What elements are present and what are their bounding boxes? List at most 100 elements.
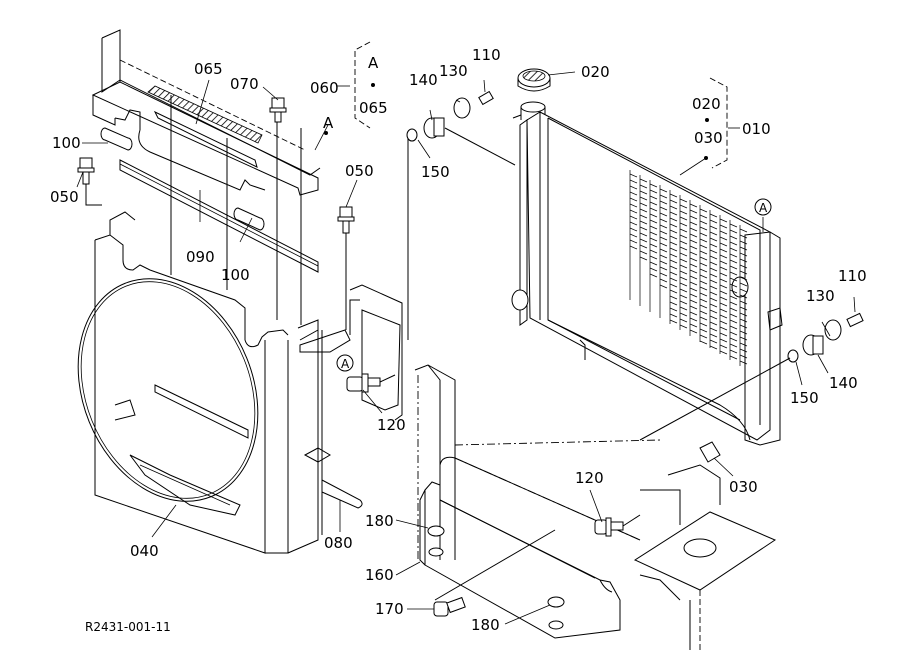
fin-tick xyxy=(699,256,708,261)
fin-tick xyxy=(689,251,698,256)
fin-tick xyxy=(709,249,718,254)
fin-tick xyxy=(639,214,648,219)
fin-tick xyxy=(669,271,678,276)
fin-tick xyxy=(719,320,728,325)
fin-tick xyxy=(689,311,698,316)
fin-tick xyxy=(739,264,748,269)
fin-tick xyxy=(739,354,748,359)
fin-tick xyxy=(729,241,738,246)
fin-tick xyxy=(729,307,738,312)
fin-tick xyxy=(629,179,638,184)
fin-tick xyxy=(639,232,648,237)
fin-tick xyxy=(669,265,678,270)
fin-tick xyxy=(689,275,698,280)
fin-tick xyxy=(659,254,668,259)
group-bracket-010 xyxy=(704,77,728,169)
callout-010-020: 020 xyxy=(692,95,721,113)
callout-020-cap: 020 xyxy=(581,63,610,81)
fin-tick xyxy=(729,337,738,342)
fin-tick xyxy=(679,294,688,299)
fin-tick xyxy=(719,236,728,241)
fin-tick xyxy=(689,263,698,268)
bolt-070 xyxy=(269,97,287,123)
drain-cock xyxy=(699,441,721,463)
callout-090: 090 xyxy=(186,248,215,266)
fin-tick xyxy=(699,214,708,219)
fan-shroud xyxy=(77,211,331,554)
fin-tick xyxy=(629,197,638,202)
fin-tick xyxy=(729,259,738,264)
fin-tick xyxy=(729,235,738,240)
fin-tick xyxy=(669,253,678,258)
fin-tick xyxy=(739,360,748,365)
leader-lines xyxy=(76,71,856,625)
fin-tick xyxy=(669,241,678,246)
fin-tick xyxy=(719,314,728,319)
fin-tick xyxy=(719,302,728,307)
fin-tick xyxy=(669,307,678,312)
fin-tick xyxy=(649,189,658,194)
fin-tick xyxy=(689,323,698,328)
fin-tick xyxy=(729,277,738,282)
fin-tick xyxy=(669,259,678,264)
fin-tick xyxy=(649,213,658,218)
fin-tick xyxy=(739,300,748,305)
fin-tick xyxy=(719,332,728,337)
bolt-050-left xyxy=(77,157,102,206)
fin-tick xyxy=(729,271,738,276)
fin-tick xyxy=(689,287,698,292)
fin-tick xyxy=(629,173,638,178)
fin-tick xyxy=(739,252,748,257)
fin-tick xyxy=(719,284,728,289)
fin-tick xyxy=(699,322,708,327)
callout-120-right: 120 xyxy=(575,469,604,487)
bush-180-top xyxy=(427,525,445,557)
fin-tick xyxy=(639,196,648,201)
fin-tick xyxy=(689,245,698,250)
fin-tick xyxy=(649,237,658,242)
rubber-strip xyxy=(119,159,319,273)
fin-tick xyxy=(709,231,718,236)
fin-tick xyxy=(639,184,648,189)
fin-tick xyxy=(639,202,648,207)
fin-tick xyxy=(709,291,718,296)
callout-130-top: 130 xyxy=(439,62,468,80)
callout-labels: 065 070 060 A 065 A 100 050 050 090 100 … xyxy=(50,46,867,634)
bolt-170 xyxy=(433,596,466,617)
fin-tick xyxy=(679,312,688,317)
callout-070: 070 xyxy=(230,75,259,93)
fin-tick xyxy=(689,305,698,310)
fin-tick xyxy=(689,203,698,208)
fin-tick xyxy=(739,312,748,317)
fin-tick xyxy=(669,217,678,222)
fin-tick xyxy=(659,212,668,217)
fin-tick xyxy=(699,292,708,297)
fin-tick xyxy=(679,240,688,245)
fin-tick xyxy=(629,209,638,214)
fin-tick xyxy=(699,208,708,213)
fin-tick xyxy=(689,233,698,238)
drawing-number: R2431-001-11 xyxy=(85,620,171,634)
fin-tick xyxy=(739,324,748,329)
fin-tick xyxy=(689,299,698,304)
fin-tick xyxy=(719,278,728,283)
top-cover xyxy=(91,29,321,325)
fin-tick xyxy=(679,300,688,305)
fin-tick xyxy=(709,333,718,338)
mounting-bracket-left xyxy=(299,284,456,560)
callout-110-top: 110 xyxy=(472,46,501,64)
fin-tick xyxy=(699,316,708,321)
fin-tick xyxy=(659,248,668,253)
radiator-cap xyxy=(517,68,551,92)
fin-tick xyxy=(659,200,668,205)
fin-tick xyxy=(709,237,718,242)
fin-tick xyxy=(709,315,718,320)
callout-100-left: 100 xyxy=(52,134,81,152)
fin-tick xyxy=(639,178,648,183)
fin-tick xyxy=(679,306,688,311)
callout-040: 040 xyxy=(130,542,159,560)
fin-tick xyxy=(739,294,748,299)
fin-tick xyxy=(669,211,678,216)
fin-tick xyxy=(669,229,678,234)
cushion-mid xyxy=(233,207,265,231)
